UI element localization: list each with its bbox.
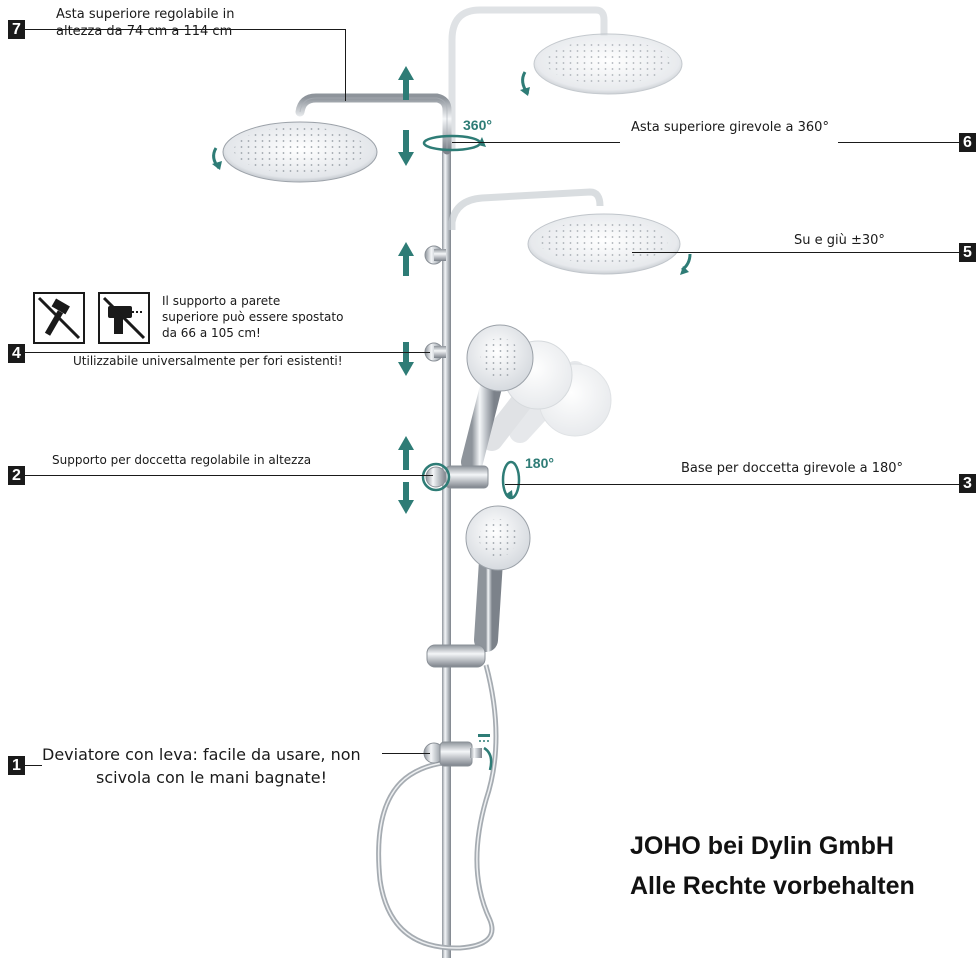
height-arrows-upper: [398, 66, 414, 166]
holder-height-arrows: [398, 436, 414, 514]
upper-pole-faded: [448, 6, 608, 150]
callout-number-4: 4: [8, 344, 25, 363]
shower-hose: [376, 664, 499, 951]
callout-number-5: 5: [959, 243, 976, 262]
callout-7-line-2: altezza da 74 cm a 114 cm: [56, 24, 233, 39]
adjustable-holder: [425, 465, 489, 489]
bracket-down-arrow: [398, 342, 414, 376]
callout-4-line-1: Il supporto a parete: [162, 294, 281, 308]
callout-3-text: Base per doccetta girevole a 180°: [681, 461, 904, 476]
callout-1-line-2: scivola con le mani bagnate!: [96, 768, 328, 787]
callout-4-line-2: superiore può essere spostato: [162, 310, 344, 324]
callout-number-3: 3: [959, 474, 976, 493]
lower-holder: [426, 644, 486, 668]
hand-shower-faded-positions: [481, 340, 612, 451]
hand-shower-lower: [465, 505, 531, 652]
shower-head-faded-tilt: [527, 213, 681, 275]
callout-5-text: Su e giù ±30°: [794, 233, 885, 248]
copyright-line-1: JOHO bei Dylin GmbH: [630, 832, 894, 860]
shower-head-faded-top: [533, 33, 683, 95]
rotation-label-360: 360°: [463, 117, 492, 133]
callout-number-7: 7: [8, 20, 25, 39]
diverter-indicator-icon: [478, 734, 490, 742]
copyright-line-2: Alle Rechte vorbehalten: [630, 872, 915, 900]
wall-bracket-upper: [424, 245, 446, 265]
callout-number-6: 6: [959, 133, 976, 152]
shower-head-main: [222, 121, 378, 183]
tilt-arrow: [398, 242, 414, 276]
hand-shower-raised: [461, 324, 534, 473]
callout-number-1: 1: [8, 756, 25, 775]
no-drill-icon: [98, 292, 150, 344]
main-pole: [442, 150, 451, 958]
callout-4-line-3: da 66 a 105 cm!: [162, 326, 261, 340]
callout-6-text: Asta superiore girevole a 360°: [631, 120, 829, 135]
callout-4-subtext: Utilizzabile universalmente per fori esi…: [73, 354, 343, 368]
no-hammer-icon: [33, 292, 85, 344]
callout-1-line-1: Deviatore con leva: facile da usare, non: [42, 745, 361, 764]
callout-number-2: 2: [8, 466, 25, 485]
callout-2-text: Supporto per doccetta regolabile in alte…: [52, 453, 312, 467]
callout-7-line-1: Asta superiore regolabile in: [56, 7, 235, 22]
rotation-label-180: 180°: [525, 455, 554, 471]
